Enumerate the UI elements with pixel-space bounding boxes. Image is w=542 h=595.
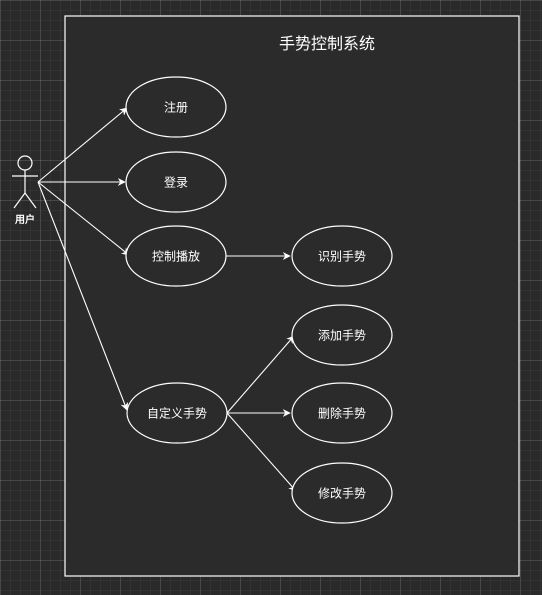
edge-user-custom-gesture	[37, 181, 129, 411]
use-case-modify-gesture[interactable]: 修改手势	[291, 462, 393, 524]
use-case-control-playback[interactable]: 控制播放	[125, 225, 227, 287]
edge-user-control-playback	[37, 181, 130, 256]
edge-user-register	[37, 107, 128, 183]
edge-custom-modify	[226, 412, 297, 492]
use-case-custom-gesture[interactable]: 自定义手势	[126, 382, 228, 444]
use-case-custom-gesture-label: 自定义手势	[147, 406, 207, 421]
actor-head	[17, 155, 33, 171]
use-case-login-label: 登录	[164, 175, 188, 190]
use-case-modify-gesture-label: 修改手势	[318, 486, 366, 501]
system-title: 手势控制系统	[279, 34, 375, 53]
use-case-recognize-gesture-label: 识别手势	[318, 250, 366, 264]
use-case-add-gesture-label: 添加手势	[318, 329, 366, 343]
use-case-register[interactable]: 注册	[125, 76, 227, 138]
edge-custom-add	[226, 335, 295, 414]
use-case-control-playback-label: 控制播放	[152, 249, 200, 264]
actor-left-leg	[13, 192, 26, 209]
actor-right-leg	[24, 192, 37, 209]
actor-user[interactable]	[12, 155, 38, 209]
actor-label: 用户	[14, 213, 35, 226]
use-case-register-label: 注册	[164, 100, 188, 115]
use-case-add-gesture[interactable]: 添加手势	[291, 304, 393, 366]
use-case-login[interactable]: 登录	[125, 151, 227, 213]
use-case-recognize-gesture[interactable]: 识别手势	[291, 225, 393, 287]
use-case-delete-gesture-label: 删除手势	[318, 406, 366, 421]
use-case-delete-gesture[interactable]: 删除手势	[291, 382, 393, 444]
